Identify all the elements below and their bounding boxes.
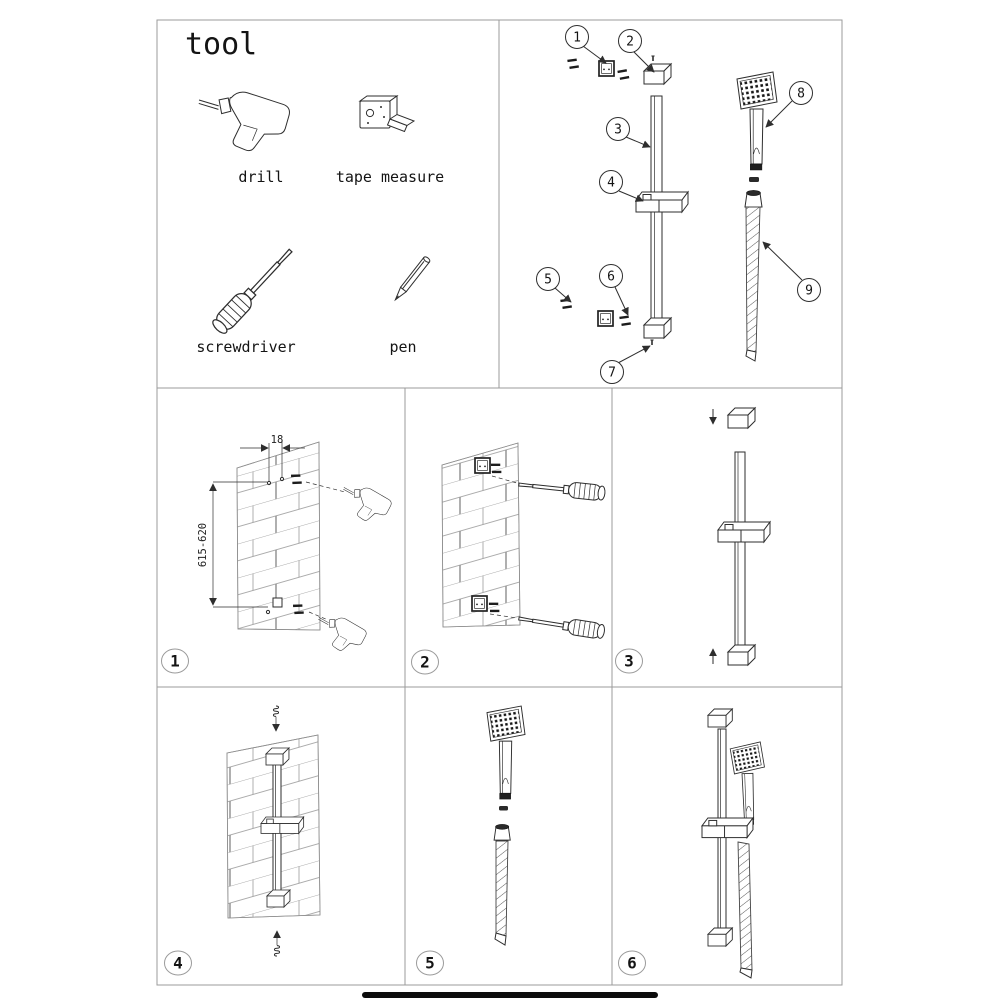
drill-label: drill [238, 168, 283, 186]
hose-connector [493, 823, 511, 841]
upper-end-cap [265, 747, 290, 766]
lower-end-cap [727, 644, 756, 666]
step-6-panel: 6 [618, 708, 767, 979]
upper-cap-screw [650, 55, 656, 62]
callout-7: 7 [600, 360, 624, 384]
holder-slider [717, 521, 771, 543]
hose-icon [745, 206, 761, 362]
callout-9: 9 [797, 278, 821, 302]
svg-text:6: 6 [607, 270, 615, 285]
svg-text:2: 2 [420, 653, 430, 672]
lower-end-cap [707, 927, 733, 947]
upper-wall-plate [474, 457, 491, 474]
holder-slider [260, 816, 305, 834]
lower-cap-screws [617, 314, 633, 328]
dim-height-label: 615-620 [197, 523, 209, 567]
pen-label: pen [389, 338, 416, 356]
step-5-panel: 5 [416, 705, 526, 976]
hose-connector [744, 189, 763, 208]
washer [499, 806, 508, 811]
svg-text:3: 3 [614, 123, 622, 138]
step-6-badge: 6 [618, 950, 646, 976]
screwdriver-icon [209, 243, 299, 337]
callout-3: 3 [606, 117, 630, 141]
tape-measure-label: tape measure [336, 168, 444, 186]
step-3-panel: 3 [615, 407, 771, 674]
dim-height: 615-620 [197, 481, 268, 608]
screwdriver-icon-top [517, 476, 607, 502]
callout-1: 1 [565, 25, 589, 49]
parts-diagram: 1 2 3 4 5 6 7 8 [536, 25, 821, 384]
holder-slider [701, 817, 754, 839]
svg-text:9: 9 [805, 284, 813, 299]
callout-5: 5 [536, 267, 560, 291]
svg-text:5: 5 [544, 273, 552, 288]
upper-end-cap [727, 407, 756, 429]
callout-8: 8 [789, 81, 813, 105]
holder-slider [635, 191, 689, 213]
lower-end-cap [266, 889, 291, 908]
tape-measure-icon [359, 95, 415, 132]
step-3-badge: 3 [615, 648, 643, 674]
handshower-icon [729, 741, 767, 826]
upper-end-cap [707, 708, 733, 728]
hose-icon [494, 840, 509, 946]
svg-text:8: 8 [797, 87, 805, 102]
callout-6: 6 [599, 264, 623, 288]
callout-4: 4 [599, 170, 623, 194]
svg-text:2: 2 [626, 35, 634, 50]
tools-panel: tool drill tape measure screwdriver pen [185, 27, 444, 356]
lower-cap-screw [649, 339, 655, 346]
svg-text:5: 5 [425, 954, 435, 973]
svg-text:1: 1 [573, 31, 581, 46]
step-5-badge: 5 [416, 950, 444, 976]
bottom-fixing-screw [274, 931, 279, 956]
step-1-panel: 18 615-620 1 [161, 434, 394, 674]
drill-icon-top [336, 481, 394, 527]
callout-leaders [554, 45, 803, 364]
lower-wall-plate [471, 595, 488, 612]
step-1-badge: 1 [161, 648, 189, 674]
step-2-badge: 2 [411, 649, 439, 675]
screwdriver-label: screwdriver [196, 338, 295, 356]
dim-width-label: 18 [271, 434, 284, 446]
step-4-panel: 4 [164, 706, 321, 976]
brick-wall [441, 442, 521, 628]
upper-plate-screws [565, 57, 581, 71]
step-4-badge: 4 [164, 950, 192, 976]
dim-width: 18 [240, 434, 305, 481]
handshower-icon [486, 705, 526, 800]
slide-bar [734, 451, 746, 647]
washer [749, 177, 759, 182]
screwdriver-icon-bottom [517, 610, 606, 641]
upper-wall-plate [598, 60, 615, 77]
brick-wall [236, 441, 321, 631]
hose-icon [737, 841, 753, 979]
svg-text:4: 4 [173, 954, 183, 973]
upper-cap-screws [615, 68, 631, 81]
top-fixing-screw [273, 706, 278, 731]
svg-text:4: 4 [607, 176, 615, 191]
step-2-panel: 2 [411, 442, 607, 675]
svg-text:7: 7 [608, 366, 616, 381]
upper-end-cap [643, 63, 672, 85]
lower-wall-plate [597, 310, 614, 327]
handshower-icon [736, 71, 778, 171]
callout-2: 2 [618, 29, 642, 53]
drill-icon [195, 88, 292, 154]
svg-text:3: 3 [624, 652, 634, 671]
lower-end-cap [643, 317, 672, 339]
page-frame [156, 19, 843, 986]
bottom-bar [362, 992, 658, 998]
svg-text:6: 6 [627, 954, 637, 973]
tools-panel-title: tool [185, 27, 257, 62]
lower-plate-screws [558, 297, 574, 311]
svg-text:1: 1 [170, 652, 180, 671]
drill-icon-bottom [311, 611, 369, 657]
pen-icon [392, 255, 432, 303]
